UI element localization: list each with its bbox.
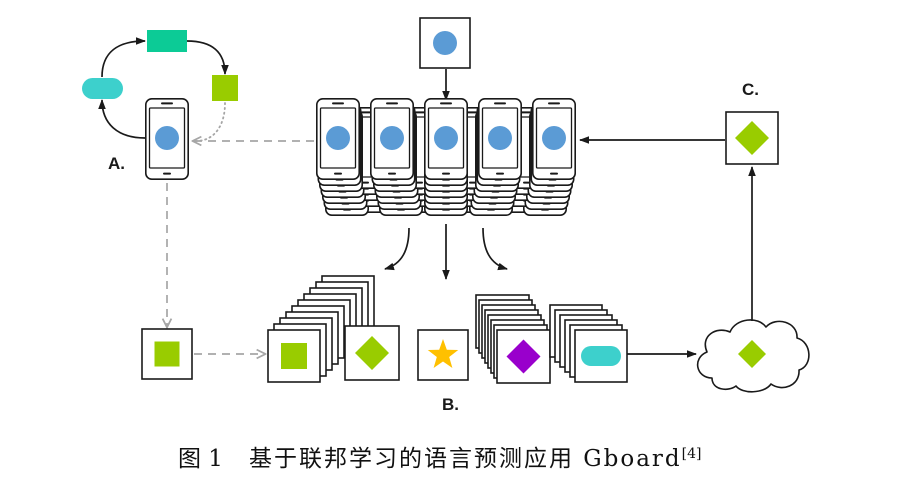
- phone-speaker: [332, 102, 344, 105]
- label-c: C.: [742, 80, 759, 99]
- cloud-server: [696, 319, 810, 393]
- arrow-cluster-to-updates-left: [384, 227, 410, 271]
- phone-icon: [478, 98, 523, 181]
- label-b: B.: [442, 395, 459, 414]
- cycle-arrow-phone-to-pill: [98, 99, 146, 139]
- phone-home-button: [550, 172, 558, 175]
- new-model-box: [725, 111, 779, 165]
- global-model-box: [419, 17, 471, 69]
- caption-title: 基于联邦学习的语言预测应用 Gboard: [248, 446, 682, 472]
- star-icon: [427, 339, 459, 368]
- arrow-cluster-to-updates-right: [482, 227, 508, 271]
- phone-icon: [424, 98, 469, 181]
- blue-circle-icon: [155, 126, 179, 150]
- phone-speaker: [467, 111, 479, 114]
- phone-speaker: [494, 102, 506, 105]
- blue-circle-icon: [488, 126, 512, 150]
- cycle-arrow-rect-to-square: [186, 40, 229, 75]
- mint-rect-icon: [147, 30, 187, 52]
- blue-circle-icon: [433, 31, 457, 55]
- phone-speaker: [386, 102, 398, 105]
- phone-home-button: [442, 172, 450, 175]
- cycle-arrow-pill-to-rect: [101, 37, 146, 78]
- phone-speaker: [521, 111, 533, 114]
- client-phone-cluster: [316, 98, 577, 217]
- phone-icon: [370, 98, 415, 181]
- label-a: A.: [108, 154, 125, 173]
- phone-speaker: [161, 102, 173, 105]
- phone-home-button: [334, 172, 342, 175]
- blue-circle-icon: [434, 126, 458, 150]
- teal-pill-icon: [581, 346, 621, 366]
- lime-square-icon: [154, 341, 180, 367]
- local-update-box: [141, 328, 193, 380]
- lime-square-icon: [212, 75, 238, 101]
- phone-home-button: [163, 172, 171, 175]
- phone-icon: [316, 98, 361, 181]
- phone-speaker: [440, 102, 452, 105]
- update-stack-purple-diamond: [475, 294, 551, 384]
- phone-icon: [532, 98, 577, 181]
- figure-caption: 图 1 基于联邦学习的语言预测应用 Gboard[4]: [178, 444, 701, 474]
- lime-diamond-icon: [735, 121, 769, 155]
- lime-square-icon: [281, 343, 307, 369]
- figure-number: 图 1: [178, 446, 223, 472]
- phone-icon: [145, 98, 190, 181]
- lime-diamond-icon: [355, 336, 389, 370]
- phone-speaker: [548, 102, 560, 105]
- blue-circle-icon: [380, 126, 404, 150]
- phone-home-button: [388, 172, 396, 175]
- phone-speaker: [413, 111, 425, 114]
- lime-diamond-icon: [738, 340, 766, 368]
- client-phone-a: [145, 98, 190, 181]
- citation-ref: [4]: [681, 446, 702, 462]
- blue-circle-icon: [542, 126, 566, 150]
- purple-diamond-icon: [506, 339, 541, 374]
- teal-pill-icon: [82, 78, 123, 99]
- blue-circle-icon: [326, 126, 350, 150]
- update-diamond-box: [344, 325, 400, 381]
- phone-home-button: [496, 172, 504, 175]
- update-stack-teal-pill: [549, 304, 628, 383]
- phone-speaker: [359, 111, 371, 114]
- update-star-box: [417, 329, 469, 381]
- dotted-arrow-square-to-phone: [195, 102, 226, 142]
